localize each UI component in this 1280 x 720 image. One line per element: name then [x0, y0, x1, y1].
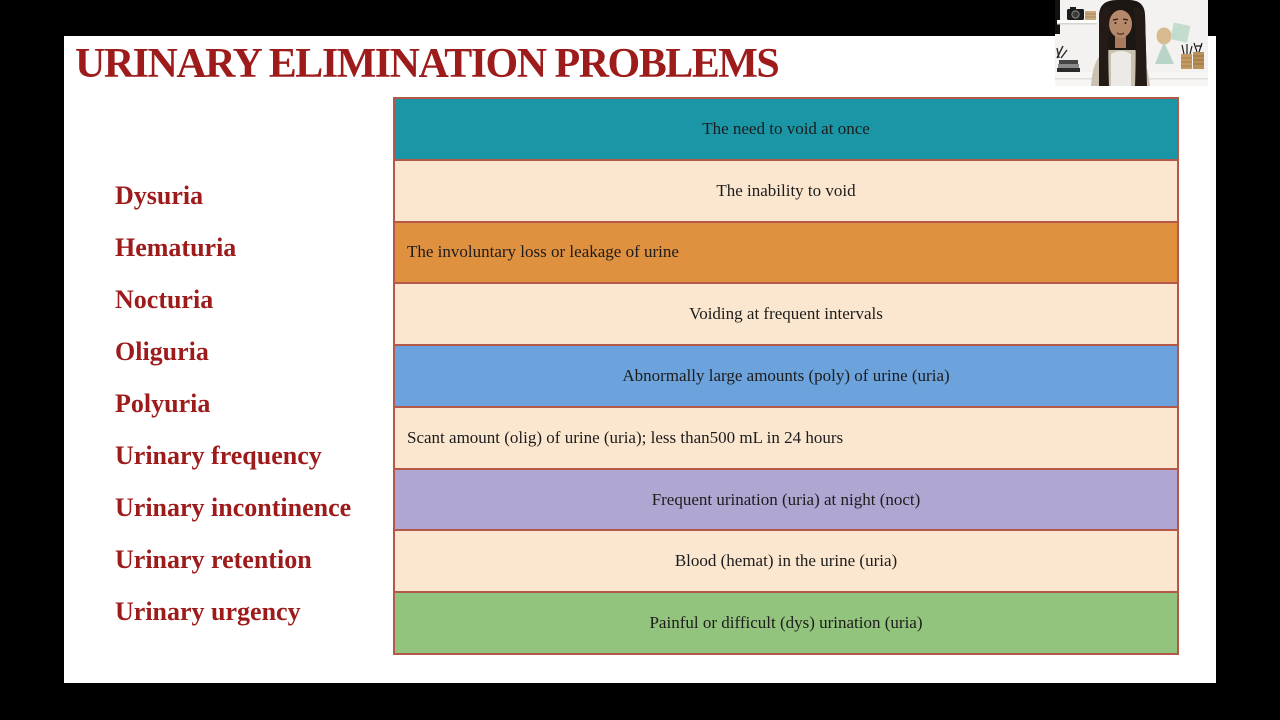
definition-text: Abnormally large amounts (poly) of urine… [622, 366, 950, 386]
term-item: Urinary urgency [115, 597, 301, 626]
definition-row: Abnormally large amounts (poly) of urine… [395, 346, 1177, 408]
term-item: Dysuria [115, 181, 204, 210]
terms-list: Dysuria Hematuria Nocturia Oliguria Poly… [115, 170, 415, 638]
page-title: URINARY ELIMINATION PROBLEMS [75, 41, 780, 87]
definition-text: Frequent urination (uria) at night (noct… [651, 489, 921, 509]
definition-text: Blood (hemat) in the urine (uria) [674, 551, 898, 571]
definition-row: Voiding at frequent intervals [395, 284, 1177, 347]
term-item: Urinary frequency [115, 441, 322, 470]
definition-text: Voiding at frequent intervals [689, 304, 883, 324]
term-item: Nocturia [115, 285, 214, 314]
definition-row: Frequent urination (uria) at night (noct… [395, 469, 1177, 532]
definition-text: Painful or difficult (dys) urination (ur… [649, 613, 923, 633]
definition-row: The involuntary loss or leakage of urine [395, 222, 1177, 285]
definition-text: The inability to void [716, 180, 856, 200]
definition-row: The inability to void [395, 160, 1177, 223]
definition-text: Scant amount (olig) of urine (uria); les… [407, 427, 844, 447]
presenter-webcam-image [1055, 0, 1208, 86]
definition-text: The need to void at once [702, 118, 870, 138]
term-item: Urinary retention [115, 545, 312, 574]
term-item: Hematuria [115, 233, 237, 262]
definition-row: Blood (hemat) in the urine (uria) [395, 531, 1177, 594]
term-item: Oliguria [115, 337, 209, 366]
definition-row: Painful or difficult (dys) urination (ur… [395, 593, 1177, 654]
term-item: Urinary incontinence [115, 493, 352, 522]
presenter-webcam [1055, 0, 1208, 86]
term-item: Polyuria [115, 389, 211, 418]
definition-text: The involuntary loss or leakage of urine [407, 242, 679, 262]
definition-row: The need to void at once [395, 99, 1177, 161]
presentation-slide: URINARY ELIMINATION PROBLEMS Dysuria Hem… [64, 36, 1216, 683]
definitions-table: The need to void at once The inability t… [393, 97, 1179, 655]
definition-row: Scant amount (olig) of urine (uria); les… [395, 407, 1177, 470]
